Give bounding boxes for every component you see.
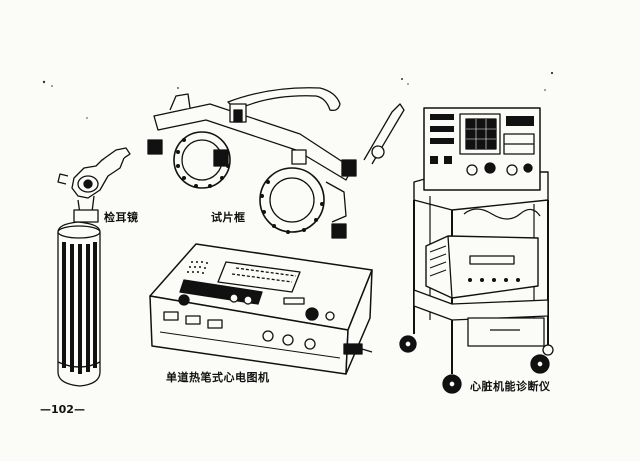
caption-cardiac-analyzer: 心脏机能诊断仪 xyxy=(470,380,551,393)
otoscope-drawing xyxy=(57,147,131,387)
trial-lens-frame-drawing xyxy=(147,87,405,239)
caption-trial-lens-frame: 试片框 xyxy=(211,211,246,224)
caption-otoscope: 检耳镜 xyxy=(104,211,139,224)
ecg-model-label: XQ-1 xyxy=(190,284,219,299)
page-number: —102— xyxy=(40,403,85,416)
caption-ecg-machine: 单道热笔式心电图机 xyxy=(166,371,270,384)
ecg-machine-drawing: XQ-1 xyxy=(149,243,373,375)
ink-specks xyxy=(42,71,554,119)
cardiac-analyzer-drawing xyxy=(399,107,554,394)
